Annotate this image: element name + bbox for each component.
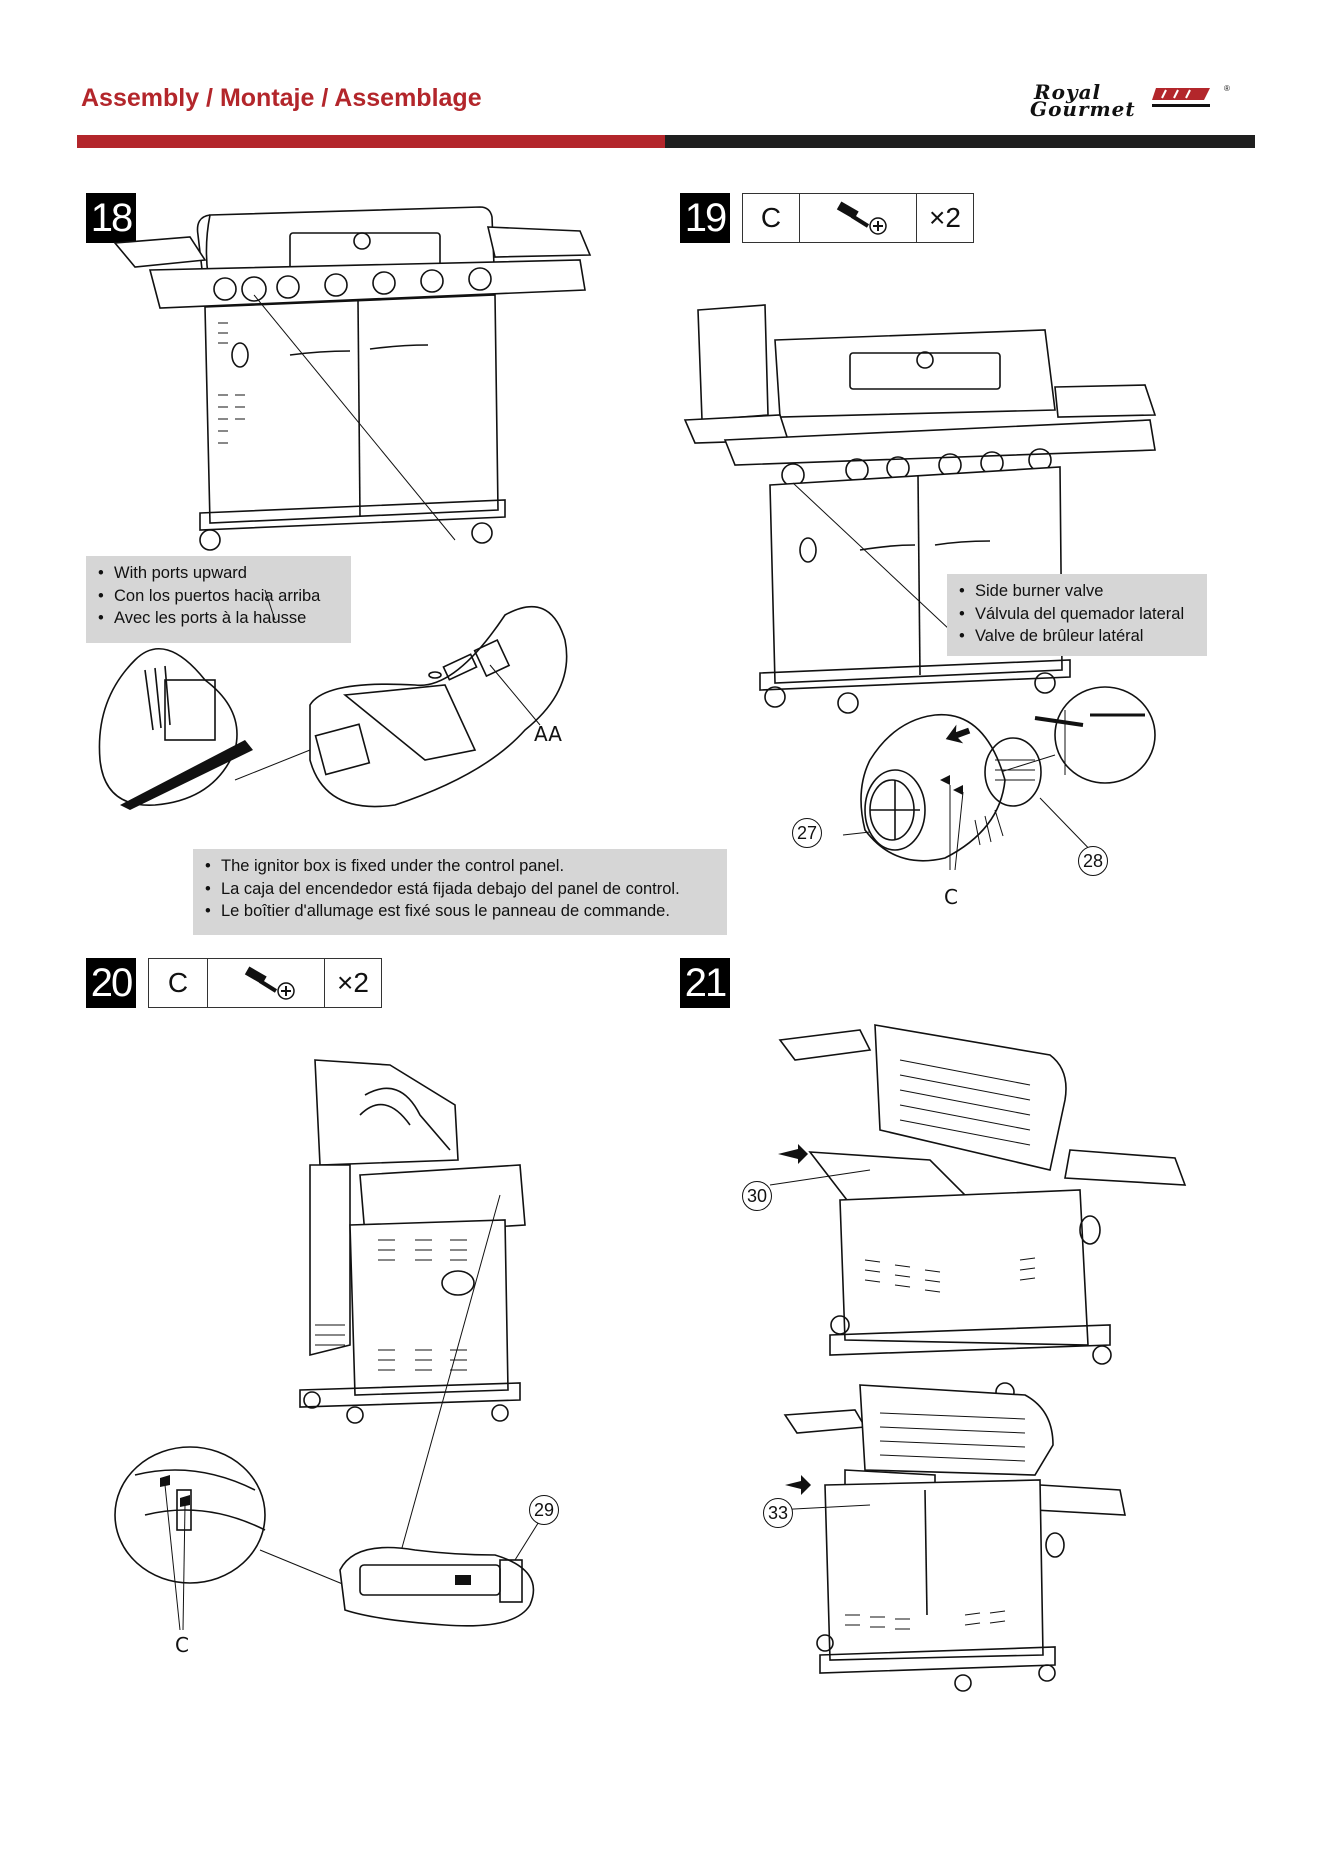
step-21-callout-33: 33	[763, 1498, 793, 1528]
step-19-parts-box: C ×2	[742, 193, 974, 243]
note-line: Válvula del quemador lateral	[959, 603, 1197, 626]
step-19-callout-27: 27	[792, 818, 822, 848]
step-20-grill-side-illustration	[299, 1059, 526, 1556]
note-line: La caja del encendedor está fijada debaj…	[205, 878, 717, 901]
step-19-callout-28: 28	[1078, 846, 1108, 876]
step-18-ignitor-note: The ignitor box is fixed under the contr…	[193, 849, 727, 935]
part-quantity: ×2	[337, 967, 369, 998]
registered-mark: ®	[1224, 84, 1230, 93]
step-21-number: 21	[680, 958, 730, 1008]
step-19-number: 19	[680, 193, 730, 243]
step-19-valve-note: Side burner valve Válvula del quemador l…	[947, 574, 1207, 656]
step-20-callout-29: 29	[529, 1495, 559, 1525]
step-20-parts-box: C ×2	[148, 958, 382, 1008]
step-18-label-aa: AA	[534, 722, 562, 746]
part-quantity: ×2	[929, 202, 961, 233]
note-line: Le boîtier d'allumage est fixé sous le p…	[205, 900, 717, 923]
step-18-grill-illustration	[113, 206, 592, 551]
step-21-grill-top-illustration	[769, 1024, 1187, 1402]
step-19-grill-illustration	[683, 304, 1157, 714]
part-letter: C	[743, 194, 800, 242]
page-title: Assembly / Montaje / Assemblage	[81, 84, 482, 112]
screw-icon	[208, 959, 325, 1007]
logo-flag-icon	[1152, 88, 1210, 107]
note-line: The ignitor box is fixed under the contr…	[205, 855, 717, 878]
header-bar-dark	[665, 135, 1255, 148]
step-19-valve-detail	[842, 686, 1156, 871]
step-18-ignitor-detail	[98, 589, 568, 810]
logo-line-2: Gourmet	[1030, 97, 1136, 121]
note-line: With ports upward	[98, 562, 341, 585]
step-21-grill-bottom-illustration	[774, 1384, 1126, 1692]
note-line: Avec les ports à la hausse	[98, 607, 341, 630]
brand-logo: Royal Gourmet ®	[1030, 80, 1230, 121]
note-line: Valve de brûleur latéral	[959, 625, 1197, 648]
screw-icon	[800, 194, 917, 242]
step-19-label-c: C	[944, 885, 958, 909]
step-18-number: 18	[86, 193, 136, 243]
step-21-callout-30: 30	[742, 1181, 772, 1211]
note-line: Side burner valve	[959, 580, 1197, 603]
step-20-label-c: C	[175, 1633, 189, 1657]
logo-line-1: Royal	[1034, 80, 1102, 104]
step-20-number: 20	[86, 958, 136, 1008]
header-bar-red	[77, 135, 665, 148]
part-letter: C	[149, 959, 208, 1007]
step-20-screw-detail	[114, 1446, 541, 1631]
